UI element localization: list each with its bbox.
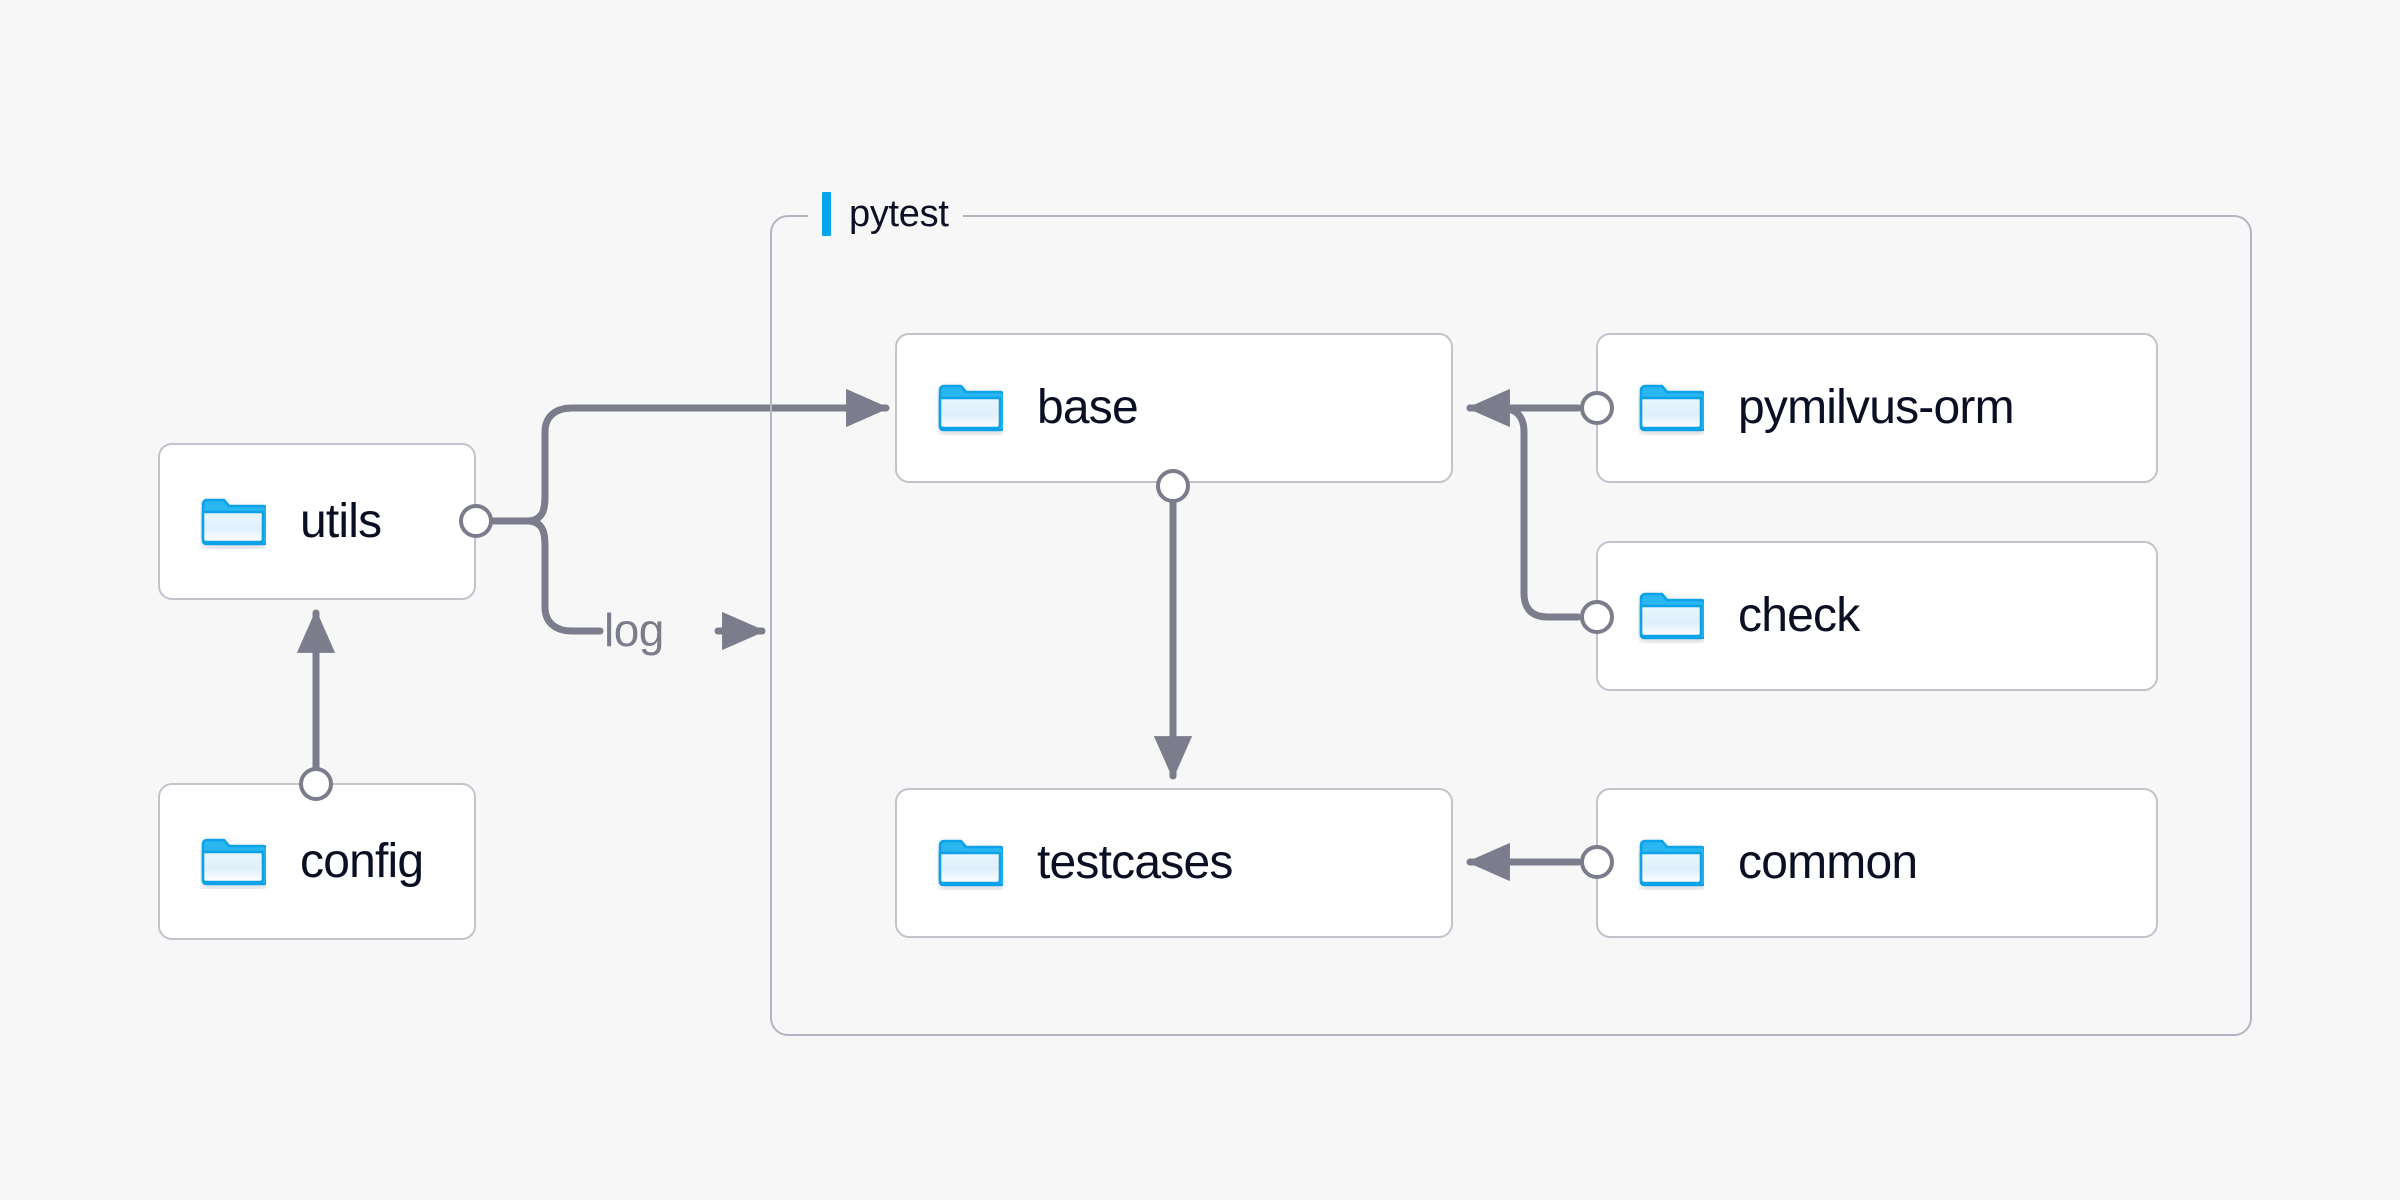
folder-icon	[938, 839, 1003, 887]
node-pymilvus-orm[interactable]: pymilvus-orm	[1596, 333, 2158, 483]
folder-icon	[1639, 384, 1704, 432]
node-utils[interactable]: utils	[158, 443, 476, 600]
port-utils-right[interactable]	[459, 504, 493, 538]
node-utils-label: utils	[300, 494, 382, 548]
node-config[interactable]: config	[158, 783, 476, 940]
node-common[interactable]: common	[1596, 788, 2158, 938]
node-base[interactable]: base	[895, 333, 1453, 483]
group-pytest	[770, 215, 2252, 1036]
node-base-label: base	[1037, 381, 1139, 434]
port-pymilvus-left[interactable]	[1580, 391, 1614, 425]
node-check[interactable]: check	[1596, 541, 2158, 691]
edge-check-to-base	[1466, 404, 1582, 621]
node-pymilvus-orm-label: pymilvus-orm	[1738, 381, 2015, 434]
folder-icon	[201, 498, 266, 545]
edge-utils-to-log	[523, 517, 604, 635]
node-testcases-label: testcases	[1037, 836, 1233, 889]
edge-label-log: log	[604, 604, 664, 656]
node-config-label: config	[300, 834, 424, 888]
folder-icon	[938, 384, 1003, 432]
port-base-bottom[interactable]	[1156, 469, 1190, 503]
port-config-top[interactable]	[299, 767, 333, 801]
folder-icon	[1639, 592, 1704, 640]
edge-utils-to-base	[523, 388, 890, 525]
folder-icon	[201, 838, 266, 885]
port-common-left[interactable]	[1580, 845, 1614, 879]
node-check-label: check	[1738, 589, 1860, 642]
node-testcases[interactable]: testcases	[895, 788, 1453, 938]
node-common-label: common	[1738, 836, 1918, 889]
folder-icon	[1639, 839, 1704, 887]
port-check-left[interactable]	[1580, 600, 1614, 634]
accent-bar-icon	[822, 192, 831, 236]
group-pytest-title: pytest	[849, 192, 949, 235]
group-pytest-label: pytest	[808, 191, 963, 237]
